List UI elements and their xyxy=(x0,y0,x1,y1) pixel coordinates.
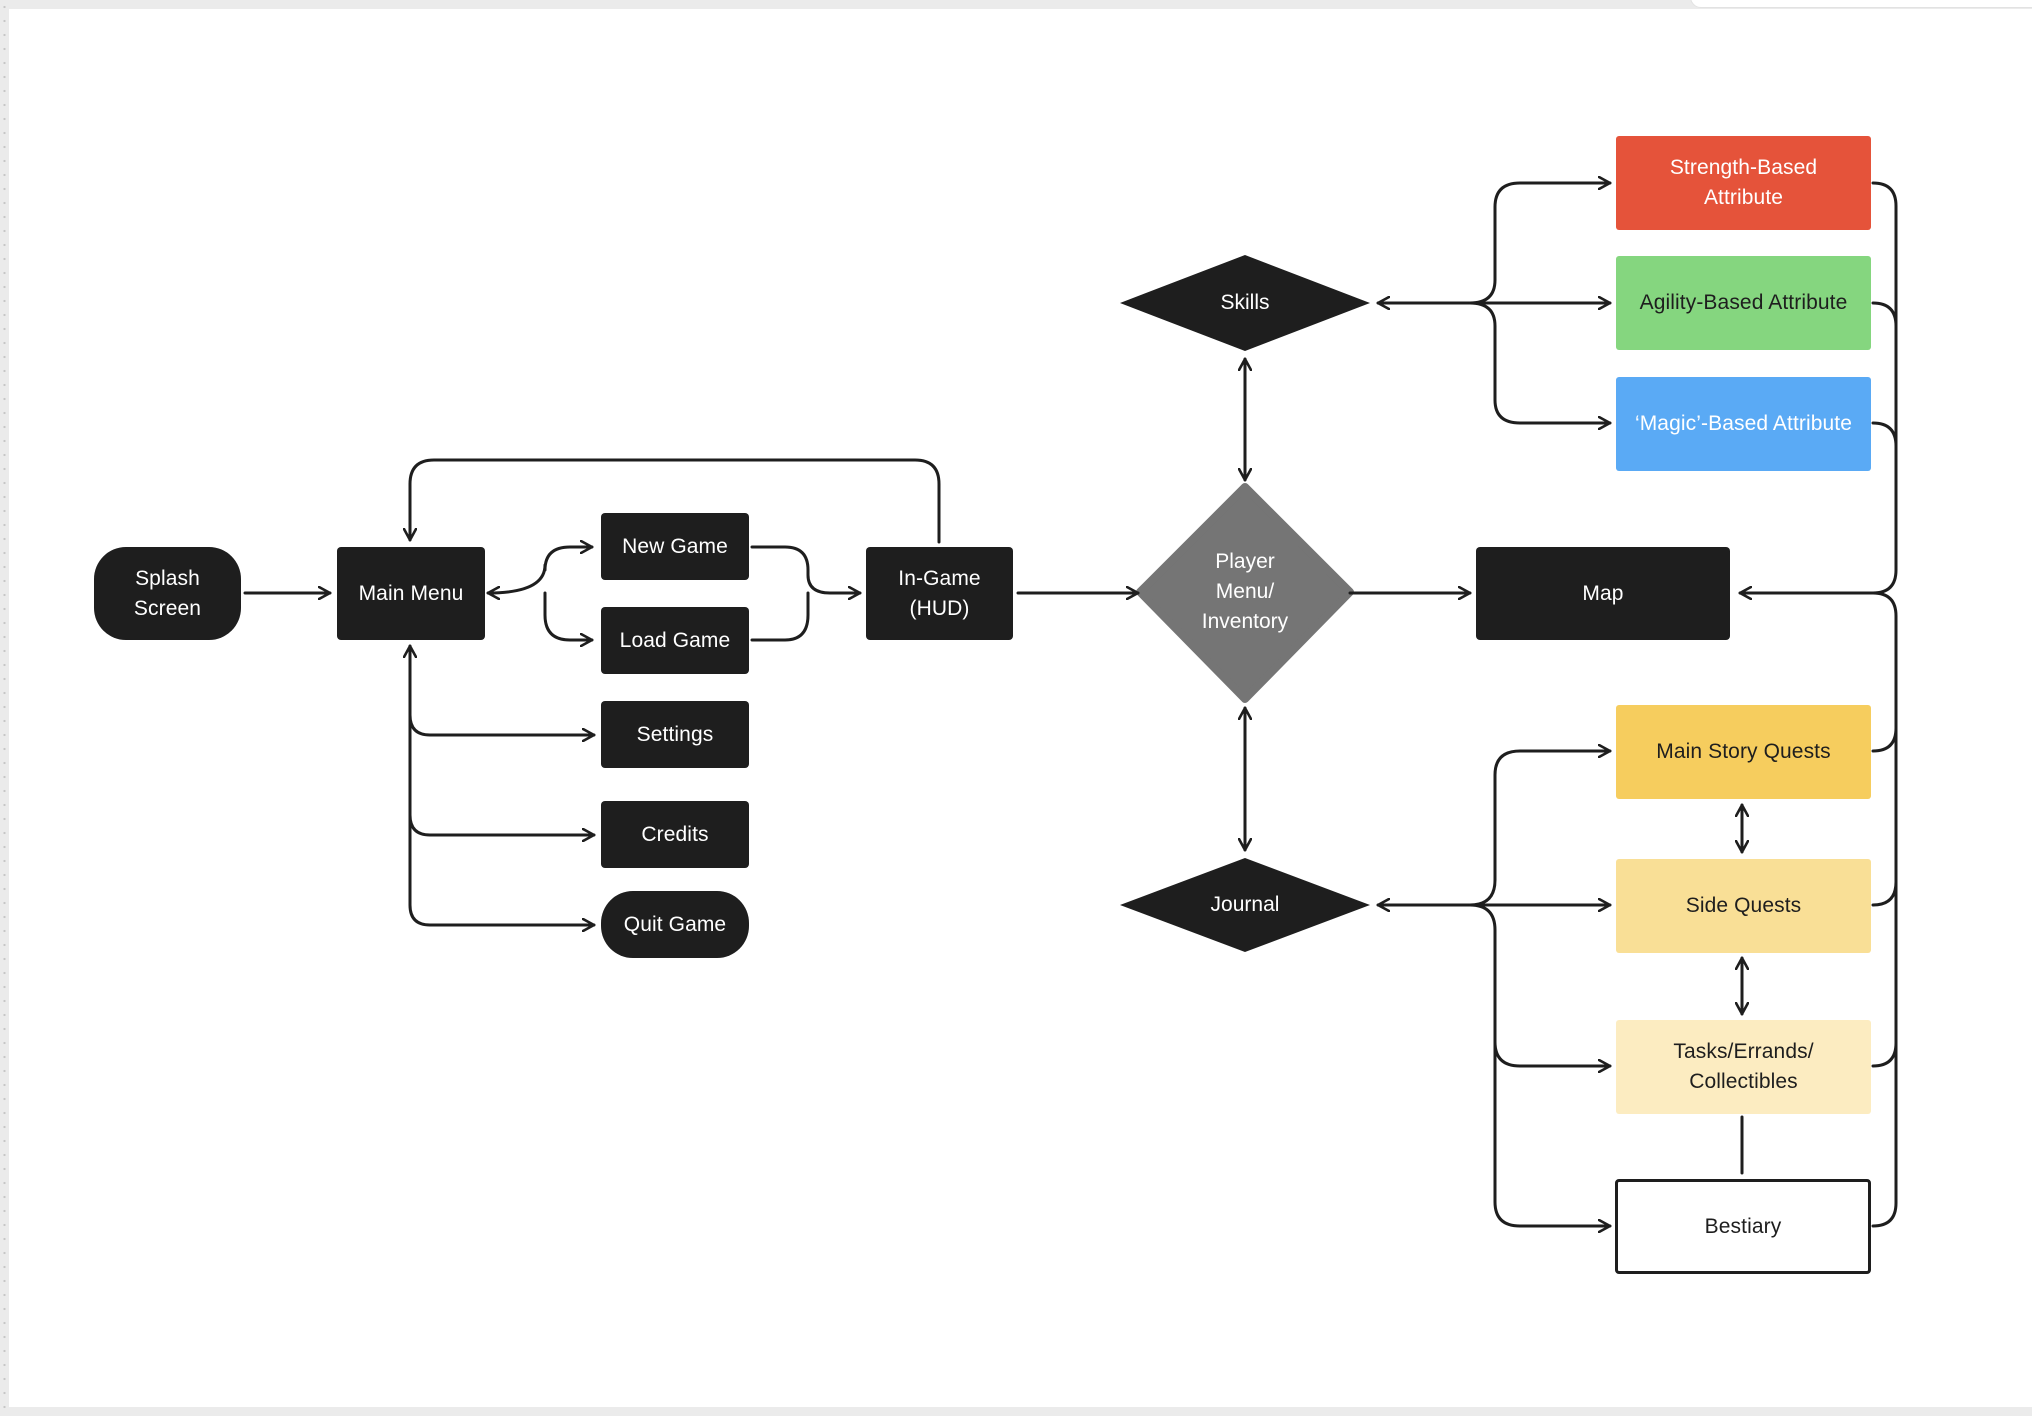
quit-game-node[interactable]: Quit Game xyxy=(601,891,749,958)
player-menu-diamond[interactable] xyxy=(1136,483,1354,703)
arrow-main-menu-load-game xyxy=(543,591,594,640)
player-menu-label: Player Menu/ Inventory xyxy=(1201,550,1289,633)
arrow-skills-magic xyxy=(1468,301,1612,423)
bus-agility-tap xyxy=(1871,301,1898,328)
load-game-node[interactable]: Load Game xyxy=(601,607,749,674)
arrow-main-menu-quit xyxy=(408,813,596,925)
bestiary-node[interactable]: Bestiary xyxy=(1615,1179,1871,1274)
arrow-load-game-to-in-game xyxy=(750,591,810,642)
splash-screen-node[interactable]: Splash Screen xyxy=(94,547,241,640)
side-quests-node[interactable]: Side Quests xyxy=(1616,859,1871,953)
skills-diamond[interactable] xyxy=(1120,255,1370,351)
magic-attribute-node[interactable]: ‘Magic’-Based Attribute xyxy=(1616,377,1871,471)
in-game-hud-node[interactable]: In-Game (HUD) xyxy=(866,547,1013,640)
tasks-errands-collectibles-node[interactable]: Tasks/Errands/ Collectibles xyxy=(1616,1020,1871,1114)
main-story-quests-node[interactable]: Main Story Quests xyxy=(1616,705,1871,799)
skills-label: Skills xyxy=(1220,291,1270,314)
bus-quests-to-map xyxy=(1871,591,1898,1228)
journal-diamond[interactable] xyxy=(1120,858,1370,952)
journal-label: Journal xyxy=(1210,893,1280,916)
arrow-main-menu-new-game xyxy=(486,547,594,593)
arrow-journal-bestiary xyxy=(1493,1040,1612,1226)
main-menu-node[interactable]: Main Menu xyxy=(337,547,485,640)
arrow-in-game-back-to-main-menu xyxy=(410,458,941,544)
canvas-dot-grid xyxy=(0,0,9,1416)
arrow-new-game-to-in-game xyxy=(750,545,862,593)
bus-tasks-tap xyxy=(1871,1041,1898,1068)
arrow-journal-tasks xyxy=(1468,903,1612,1066)
bus-side-quests-tap xyxy=(1871,880,1898,907)
map-node[interactable]: Map xyxy=(1476,547,1730,640)
arrow-main-menu-settings xyxy=(410,644,596,735)
credits-node[interactable]: Credits xyxy=(601,801,749,868)
bus-main-story-tap xyxy=(1871,726,1898,753)
bus-attributes-to-map xyxy=(1738,181,1898,593)
arrow-skills-strength xyxy=(1376,183,1612,303)
bus-magic-tap xyxy=(1871,421,1898,448)
new-game-node[interactable]: New Game xyxy=(601,513,749,580)
arrow-main-menu-credits xyxy=(408,713,596,835)
strength-attribute-node[interactable]: Strength-Based Attribute xyxy=(1616,136,1871,230)
settings-node[interactable]: Settings xyxy=(601,701,749,768)
agility-attribute-node[interactable]: Agility-Based Attribute xyxy=(1616,256,1871,350)
arrow-journal-main-story xyxy=(1376,751,1612,905)
